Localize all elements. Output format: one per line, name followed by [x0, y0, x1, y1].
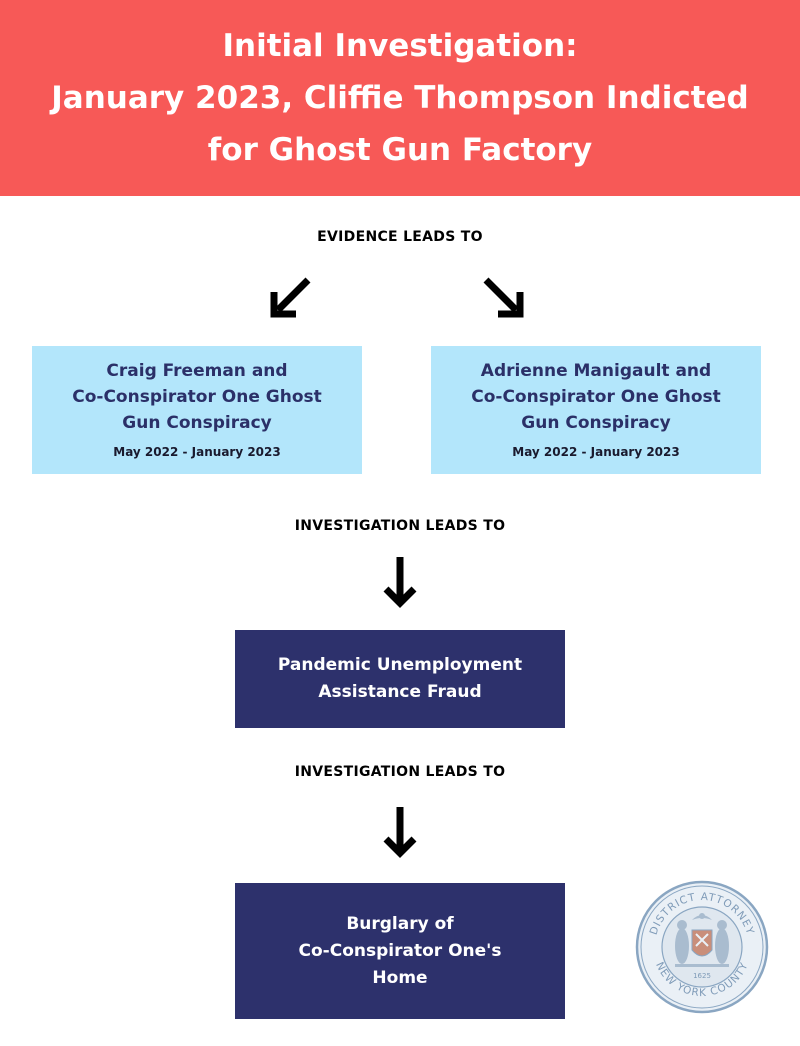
burglary-title-line-1: Burglary of — [346, 913, 454, 934]
header-title-line-1: Initial Investigation: — [222, 28, 578, 64]
header-banner: Initial Investigation: January 2023, Cli… — [0, 0, 800, 196]
arrow-down-right-icon — [483, 277, 524, 318]
arrow-down-left-icon — [270, 277, 311, 318]
district-attorney-seal-icon: DISTRICT ATTORNEY NEW YORK COUNTY 1625 — [635, 880, 769, 1014]
header-title-line-2: January 2023, Cliffie Thompson Indicted — [51, 80, 749, 116]
freeman-title-line-1: Craig Freeman and — [106, 361, 288, 381]
manigault-date-range: May 2022 - January 2023 — [512, 445, 680, 459]
unemployment-fraud-box: Pandemic Unemployment Assistance Fraud — [235, 630, 565, 728]
manigault-conspiracy-box: Adrienne Manigault and Co-Conspirator On… — [431, 346, 761, 474]
manigault-conspiracy-title: Adrienne Manigault and Co-Conspirator On… — [431, 358, 761, 436]
evidence-leads-to-label: EVIDENCE LEADS TO — [317, 229, 483, 245]
fraud-title-line-2: Assistance Fraud — [318, 682, 482, 702]
fraud-title-line-1: Pandemic Unemployment — [277, 655, 523, 675]
freeman-conspiracy-box: Craig Freeman and Co-Conspirator One Gho… — [32, 346, 362, 474]
freeman-date-range: May 2022 - January 2023 — [113, 445, 281, 459]
freeman-title-line-3: Gun Conspiracy — [122, 413, 272, 433]
burglary-title-line-2: Co-Conspirator One's — [298, 940, 502, 961]
manigault-title-line-2: Co-Conspirator One Ghost — [471, 387, 721, 407]
seal-year: 1625 — [693, 972, 711, 980]
burglary-box: Burglary of Co-Conspirator One's Home — [235, 883, 565, 1019]
freeman-conspiracy-title: Craig Freeman and Co-Conspirator One Gho… — [32, 358, 362, 436]
investigation-leads-to-label-1: INVESTIGATION LEADS TO — [294, 518, 506, 534]
manigault-title-line-3: Gun Conspiracy — [521, 413, 671, 433]
header-title-line-3: for Ghost Gun Factory — [207, 132, 593, 168]
arrow-down-icon-2 — [383, 807, 417, 858]
arrow-down-icon — [383, 557, 417, 608]
freeman-title-line-2: Co-Conspirator One Ghost — [72, 387, 322, 407]
manigault-title-line-1: Adrienne Manigault and — [480, 361, 712, 381]
burglary-title-line-3: Home — [372, 967, 428, 988]
investigation-leads-to-label-2: INVESTIGATION LEADS TO — [294, 764, 506, 780]
